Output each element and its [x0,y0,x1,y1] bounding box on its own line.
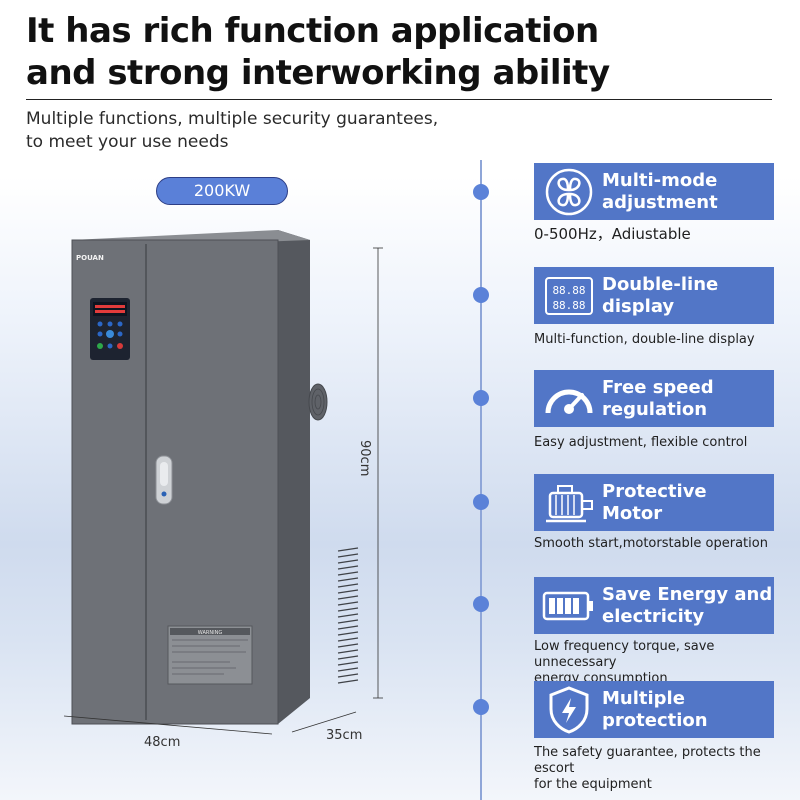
warning-label: WARNING [167,625,253,685]
motor-icon [540,478,598,528]
svg-text:88.88: 88.88 [552,284,585,297]
feature-title: Multiple protection [602,687,708,731]
clover-icon [540,167,598,217]
feature-title: Protective Motor [602,480,707,524]
subtitle-line-1: Multiple functions, multiple security gu… [26,109,439,129]
timeline-dot [473,287,489,303]
feature-title: Save Energy and electricity [602,583,773,627]
feature-description: The safety guarantee, protects the escor… [534,745,761,792]
dual-display-icon: 88.88 88.88 [540,271,598,321]
battery-icon [540,581,598,631]
page-title: It has rich function application and str… [26,10,610,94]
timeline-dot [473,699,489,715]
svg-text:88.88: 88.88 [552,299,585,312]
feature-description: Low frequency torque, save unnecessary e… [534,639,715,686]
title-line-2: and strong interworking ability [26,53,610,93]
timeline-dot [473,494,489,510]
dimension-depth: 35cm [326,728,363,743]
title-divider [26,99,772,100]
feature-description: Easy adjustment, flexible control [534,435,748,450]
feature-title: Double-line display [602,273,719,317]
feature-double-line-display: 88.88 88.88 Double-line display [534,267,774,324]
feature-save-energy: Save Energy and electricity [534,577,774,634]
feature-multiple-protection: Multiple protection [534,681,774,738]
side-grille [337,547,359,684]
side-fan-vent [308,383,328,421]
subtitle-line-2: to meet your use needs [26,132,229,152]
feature-title: Free speed regulation [602,376,714,420]
feature-multi-mode: Multi-mode adjustment [534,163,774,220]
timeline-dot [473,390,489,406]
feature-description: Smooth start,motorstable operation [534,536,768,551]
shield-lightning-icon [540,685,598,735]
feature-protective-motor: Protective Motor [534,474,774,531]
dimension-width: 48cm [144,735,181,750]
inverter-cabinet-image: WARNING POUAN [60,226,390,746]
feature-timeline-line [480,160,482,800]
feature-description: 0-500Hz，Adiustable [534,225,691,243]
dimension-height: 90cm [357,440,372,477]
feature-free-speed: Free speed regulation [534,370,774,427]
power-rating-badge: 200KW [156,177,288,205]
dimension-lines [63,247,383,735]
control-keypad [90,298,130,360]
title-line-1: It has rich function application [26,11,599,51]
speedometer-icon [540,374,598,424]
brand-logo: POUAN [76,254,104,262]
feature-description: Multi-function, double-line display [534,332,755,347]
subtitle: Multiple functions, multiple security gu… [26,108,438,154]
warning-label-text: WARNING [198,630,223,636]
timeline-dot [473,596,489,612]
door-handle [155,455,173,505]
feature-title: Multi-mode adjustment [602,169,718,213]
timeline-dot [473,184,489,200]
